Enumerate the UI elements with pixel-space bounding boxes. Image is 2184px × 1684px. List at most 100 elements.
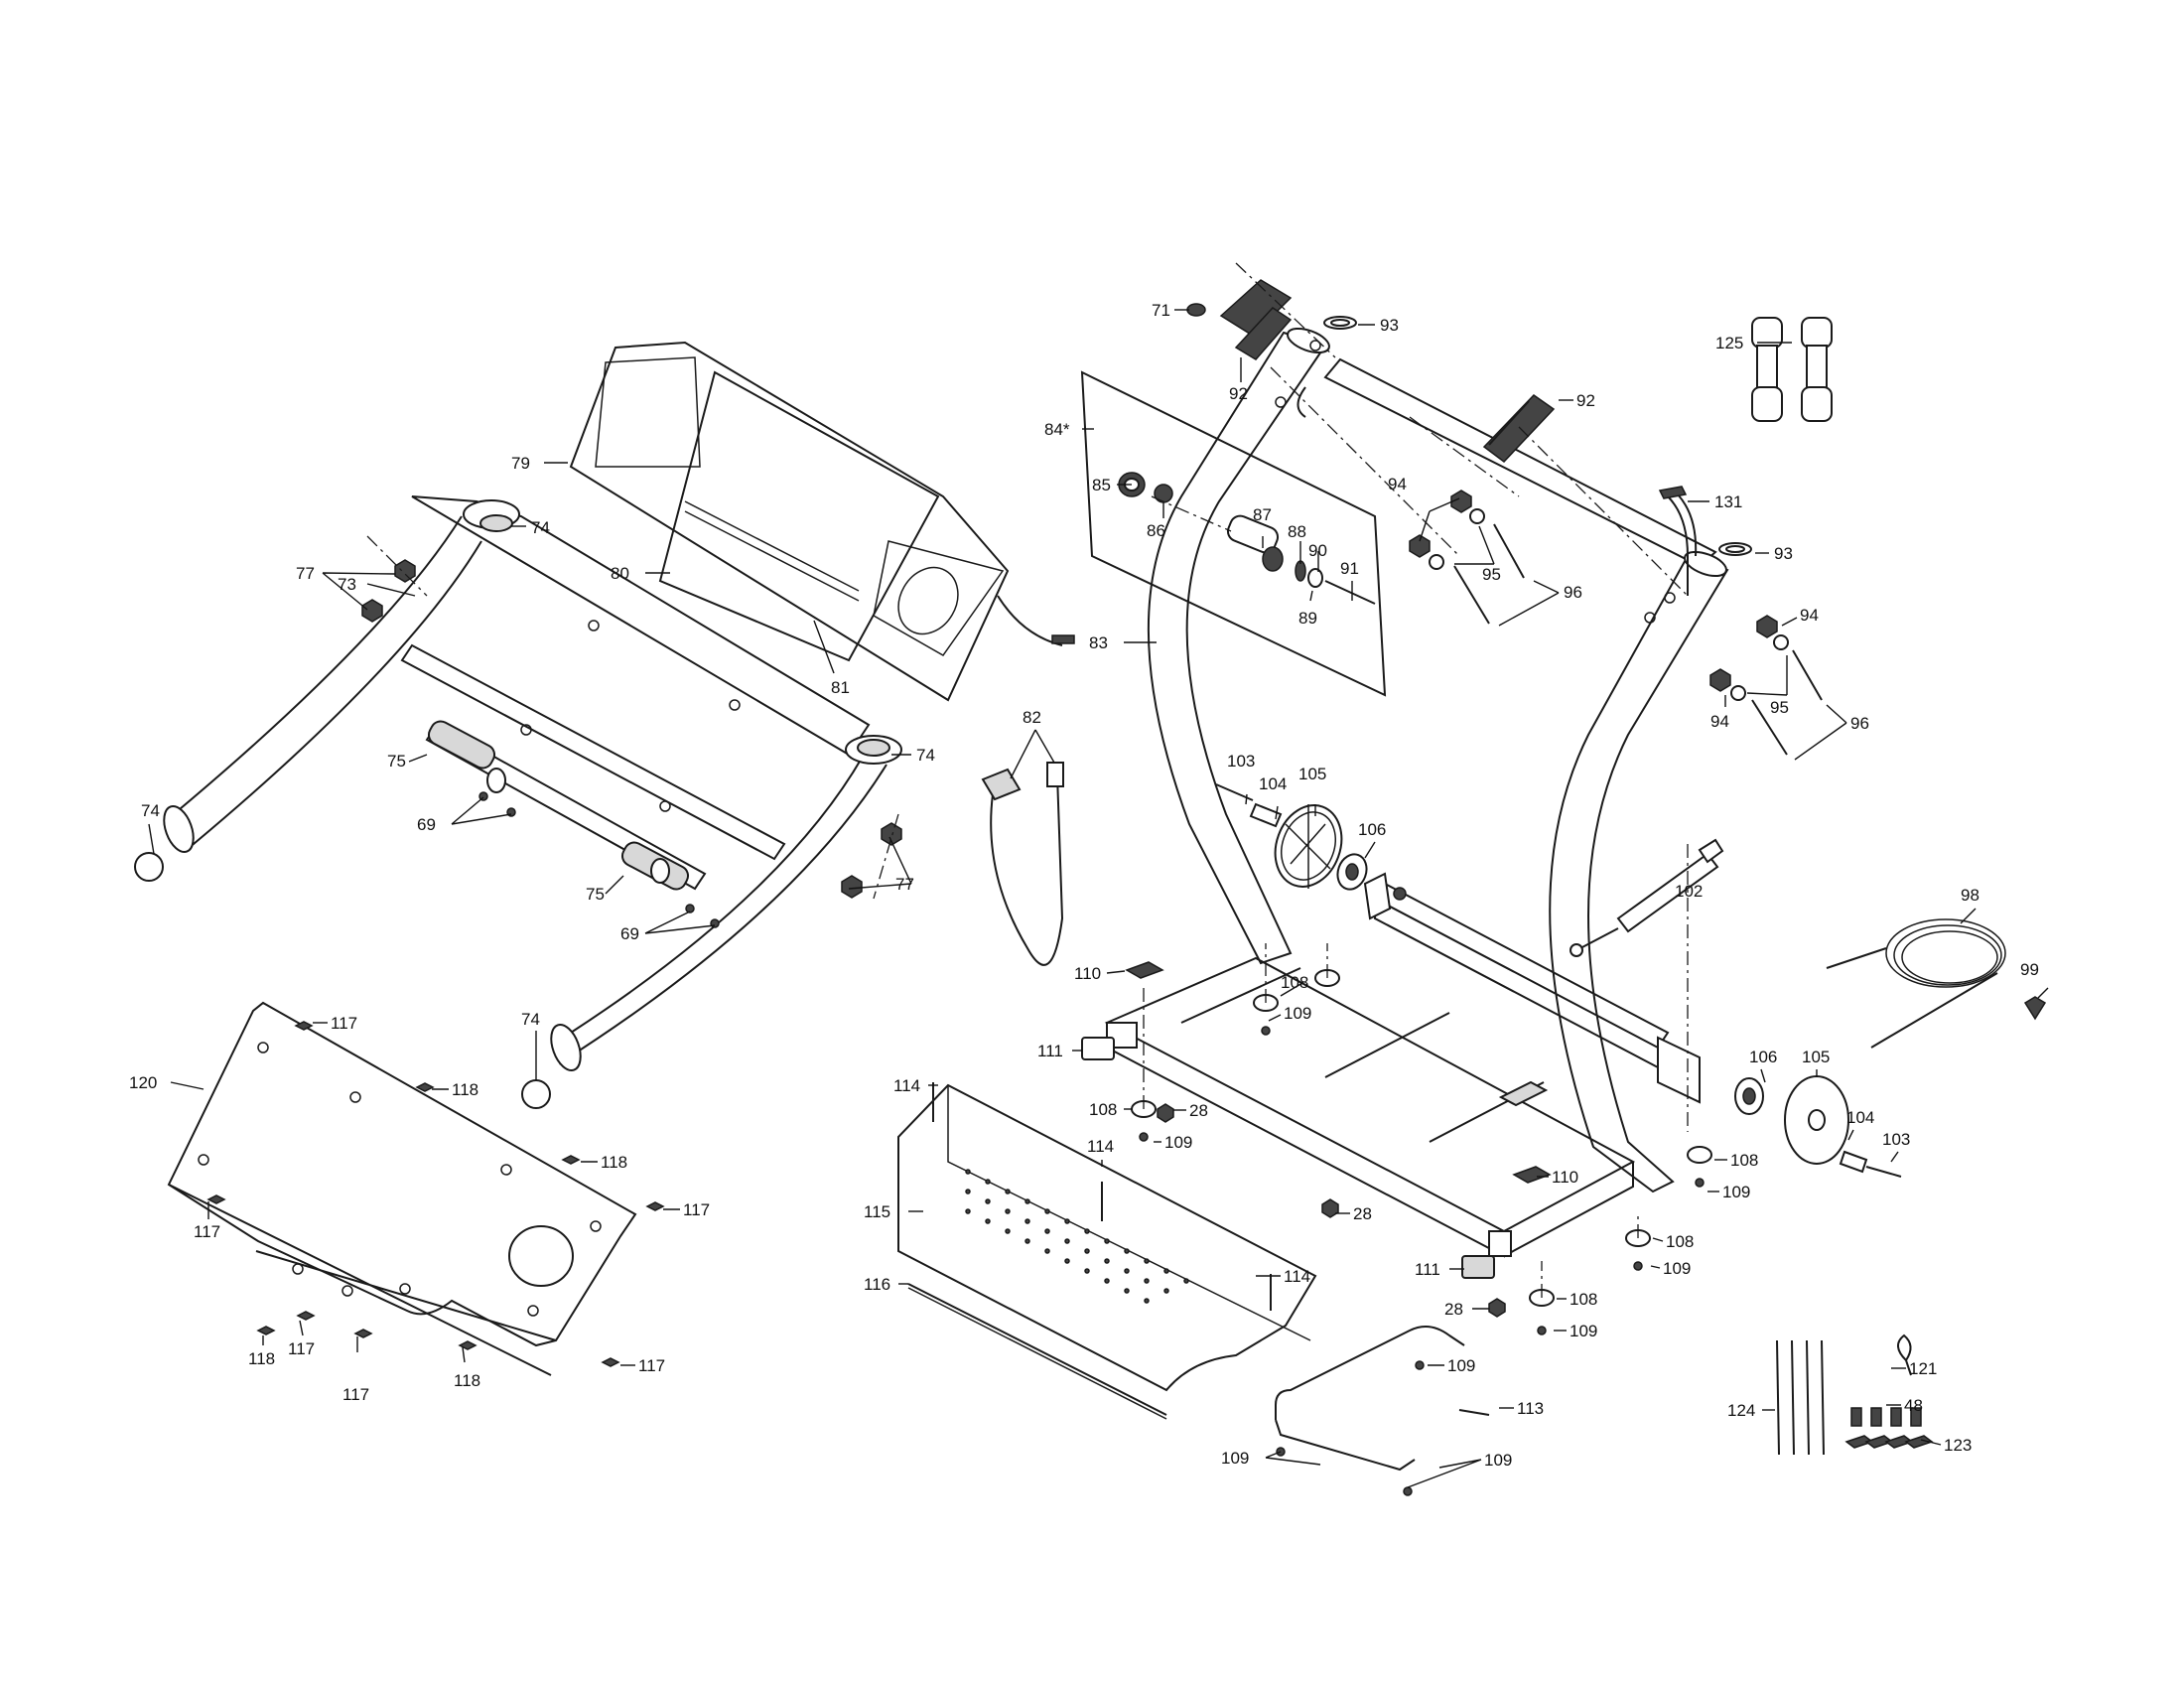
callout-114b: 114 (1087, 1137, 1114, 1156)
callout-118b: 118 (601, 1153, 627, 1172)
callout-103: 103 (1227, 752, 1255, 771)
callout-114: 114 (893, 1076, 920, 1095)
callout-77: 77 (296, 564, 315, 583)
callout-28: 28 (1189, 1101, 1208, 1120)
callout-106b: 106 (1749, 1048, 1777, 1066)
base-hardware (1081, 844, 1712, 1496)
callout-92: 92 (1229, 384, 1248, 403)
callout-75b: 75 (586, 885, 605, 904)
callout-89: 89 (1298, 609, 1317, 628)
callout-117e: 117 (342, 1385, 369, 1404)
callout-95b: 95 (1770, 698, 1789, 717)
callout-79: 79 (511, 454, 530, 473)
handgrip-sensors (1186, 262, 1752, 597)
front-wheel-right (1734, 1075, 1902, 1178)
callout-114c: 114 (1284, 1267, 1310, 1286)
callout-108b: 108 (1089, 1100, 1117, 1119)
callout-116: 116 (864, 1275, 890, 1294)
callout-87: 87 (1253, 505, 1272, 524)
safety-key-strap (981, 762, 1064, 966)
callout-92b: 92 (1576, 391, 1595, 410)
callout-82: 82 (1023, 708, 1041, 727)
upright-bolt-hardware (1409, 490, 1823, 756)
callout-80: 80 (611, 564, 629, 583)
callout-109c: 109 (1722, 1183, 1750, 1201)
lift-cylinder (1570, 838, 1724, 957)
callout-111b: 111 (1415, 1260, 1440, 1279)
callout-74: 74 (531, 518, 550, 537)
callout-110: 110 (1074, 964, 1101, 983)
callout-85: 85 (1092, 476, 1111, 494)
callout-28b: 28 (1353, 1204, 1372, 1223)
callout-labels: 71 92 93 84* 85 86 87 88 90 91 89 83 92 … (129, 301, 2039, 1470)
callout-90: 90 (1308, 541, 1327, 560)
callout-75: 75 (387, 752, 406, 771)
callout-123: 123 (1944, 1436, 1972, 1455)
callout-94b: 94 (1800, 606, 1819, 625)
callout-93b: 93 (1774, 544, 1793, 563)
callout-109d: 109 (1663, 1259, 1691, 1278)
callout-105b: 105 (1802, 1048, 1830, 1066)
callout-94: 94 (1388, 475, 1407, 493)
handrail-frame (134, 341, 1075, 1109)
callout-102: 102 (1675, 882, 1703, 901)
callout-117b: 117 (683, 1200, 710, 1219)
callout-69b: 69 (620, 924, 639, 943)
callout-110b: 110 (1552, 1168, 1578, 1187)
callout-81: 81 (831, 678, 850, 697)
power-cord (1826, 918, 2047, 1049)
callout-109f: 109 (1447, 1356, 1475, 1375)
callout-104b: 104 (1846, 1108, 1874, 1127)
callout-71: 71 (1152, 301, 1170, 320)
callout-28c: 28 (1444, 1300, 1463, 1319)
base-frame (1104, 872, 1701, 1258)
callout-118c: 118 (248, 1349, 275, 1368)
callout-94c: 94 (1710, 712, 1729, 731)
callout-109g: 109 (1221, 1449, 1249, 1468)
callout-106: 106 (1358, 820, 1386, 839)
callout-73: 73 (338, 575, 356, 594)
callout-105: 105 (1298, 765, 1326, 783)
callout-74c: 74 (141, 801, 160, 820)
wheel-bracket (1275, 1326, 1490, 1472)
callout-120: 120 (129, 1073, 157, 1092)
callout-109e: 109 (1570, 1322, 1597, 1340)
callout-117d: 117 (288, 1339, 315, 1358)
upright-frame (1147, 327, 1729, 1193)
callout-83: 83 (1089, 633, 1108, 652)
callout-111: 111 (1037, 1042, 1063, 1060)
callout-131: 131 (1714, 492, 1742, 511)
dumbbells (1751, 317, 1833, 422)
wire-harness (1658, 486, 1698, 596)
callout-109b: 109 (1164, 1133, 1192, 1152)
callout-93: 93 (1380, 316, 1399, 335)
callout-95: 95 (1482, 565, 1501, 584)
callout-77b: 77 (895, 875, 914, 894)
callout-84: 84* (1044, 420, 1070, 439)
callout-86: 86 (1147, 521, 1165, 540)
callout-109h: 109 (1484, 1451, 1512, 1470)
callout-124: 124 (1727, 1401, 1755, 1420)
callout-69: 69 (417, 815, 436, 834)
callout-108e: 108 (1570, 1290, 1597, 1309)
leader-lines (148, 309, 2049, 1488)
callout-118d: 118 (454, 1371, 480, 1390)
callout-74d: 74 (521, 1010, 540, 1029)
callout-99: 99 (2020, 960, 2039, 979)
callout-88: 88 (1288, 522, 1306, 541)
callout-115: 115 (864, 1202, 890, 1221)
motor-hood (897, 1082, 1317, 1420)
callout-108c: 108 (1730, 1151, 1758, 1170)
callout-118: 118 (452, 1080, 478, 1099)
callout-96b: 96 (1850, 714, 1869, 733)
callout-108d: 108 (1666, 1232, 1694, 1251)
callout-48: 48 (1904, 1396, 1923, 1415)
callout-117: 117 (331, 1014, 357, 1033)
callout-121: 121 (1909, 1359, 1937, 1378)
callout-104: 104 (1259, 774, 1287, 793)
callout-109: 109 (1284, 1004, 1311, 1023)
console-panel (1080, 370, 1387, 697)
callout-74b: 74 (916, 746, 935, 765)
callout-125: 125 (1715, 334, 1743, 352)
